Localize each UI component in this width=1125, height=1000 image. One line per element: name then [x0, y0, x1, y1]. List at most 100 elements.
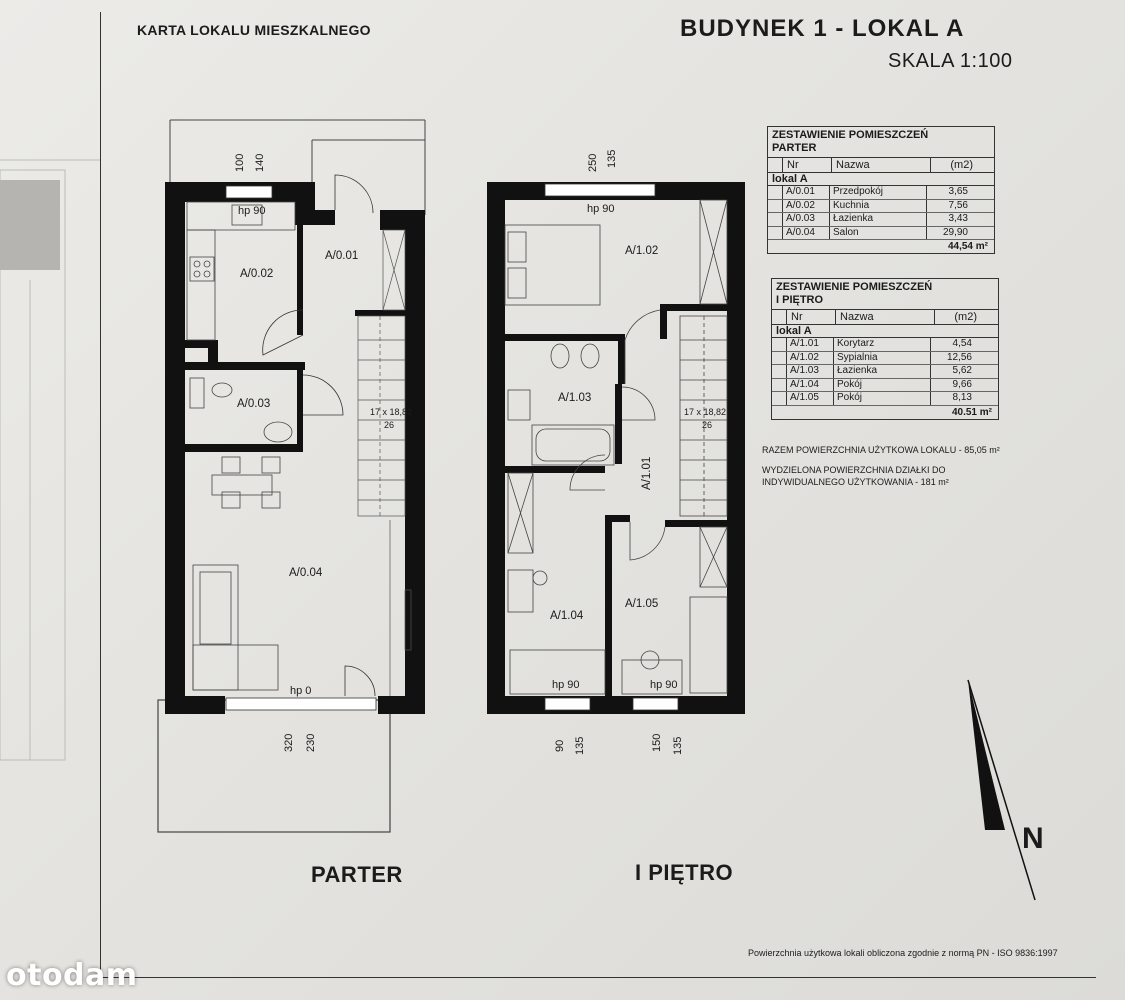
room-label: A/0.01 — [325, 250, 359, 262]
total-area-note: RAZEM POWIERZCHNIA UŻYTKOWA LOKALU - 85,… — [762, 445, 1000, 455]
cell-name: Salon — [830, 226, 927, 239]
scale-label: SKALA 1:100 — [888, 50, 1013, 72]
cell-nr: A/1.04 — [786, 378, 834, 391]
table-group: lokal A — [768, 173, 994, 186]
dimension-label: 250 — [587, 153, 599, 172]
north-label: N — [1022, 822, 1044, 855]
room-label: A/1.01 — [641, 456, 653, 490]
cell-name: Pokój — [834, 392, 931, 405]
table-title-line: ZESTAWIENIE POMIESZCZEŃ — [772, 129, 929, 141]
table-header-row: Nr Nazwa (m2) — [768, 158, 994, 173]
dimension-label: 135 — [672, 736, 684, 755]
room-label: A/0.02 — [240, 268, 274, 280]
table-total: 40.51 m² — [951, 406, 992, 418]
room-label: A/1.04 — [550, 610, 584, 622]
stairs-label: 17 x 18,82 — [684, 407, 727, 417]
table-title-line: I PIĘTRO — [776, 294, 824, 306]
cell-nr: A/0.04 — [782, 226, 830, 239]
dimension-label: 135 — [606, 149, 618, 168]
room-label: A/0.04 — [289, 567, 323, 579]
cell-name: Kuchnia — [830, 199, 927, 212]
col-header-name: Nazwa — [832, 158, 931, 172]
dimension-label: 230 — [305, 733, 317, 752]
cell-nr: A/1.01 — [786, 338, 834, 351]
hp-label: hp 90 — [650, 679, 678, 691]
stairs-label: 17 x 18,82 — [370, 407, 413, 417]
dimension-label: 320 — [283, 733, 295, 752]
col-header-area: (m2) — [954, 311, 977, 323]
cell-area: 7,56 — [948, 199, 968, 211]
room-label: A/1.03 — [558, 392, 592, 404]
stairs-width: 26 — [702, 420, 713, 430]
parter-plan — [157, 119, 426, 833]
cell-area: 3,43 — [948, 213, 968, 224]
dimension-label: 90 — [554, 739, 566, 752]
room-label: A/1.02 — [625, 245, 659, 257]
hp-label: hp 0 — [290, 685, 312, 697]
cell-name: Przedpokój — [830, 186, 927, 199]
cell-area: 29,90 — [942, 226, 968, 238]
floor-label-pietro: I PIĘTRO — [635, 860, 734, 885]
room-label: A/1.05 — [625, 598, 659, 610]
col-header-name: Nazwa — [836, 310, 935, 324]
floor-label-parter: PARTER — [311, 862, 403, 887]
cell-area: 3,65 — [948, 186, 968, 197]
cell-name: Korytarz — [834, 338, 931, 351]
cell-name: Łazienka — [834, 365, 931, 378]
cell-area: 4,54 — [952, 338, 972, 349]
dimension-label: 100 — [234, 153, 246, 172]
building-title: BUDYNEK 1 - LOKAL A — [680, 15, 965, 42]
hp-label: hp 90 — [587, 203, 615, 215]
plot-area-line: INDYWIDUALNEGO UŻYTKOWANIA - 181 m² — [762, 477, 949, 487]
stairs-width: 26 — [384, 420, 395, 430]
card-title: KARTA LOKALU MIESZKALNEGO — [137, 22, 371, 38]
col-header-nr: Nr — [786, 310, 836, 324]
terrace — [157, 699, 391, 833]
dimension-label: 135 — [574, 736, 586, 755]
hp-label: hp 90 — [238, 205, 266, 217]
cell-nr: A/0.02 — [782, 199, 830, 212]
table-group: lokal A — [772, 325, 998, 338]
cell-nr: A/1.03 — [786, 365, 834, 378]
cell-name: Łazienka — [830, 213, 927, 226]
footer-note: Powierzchnia użytkowa lokali obliczona z… — [748, 948, 1058, 958]
hatched-area — [0, 180, 60, 270]
plot-area-note: WYDZIELONA POWIERZCHNIA DZIAŁKI DO INDYW… — [762, 464, 949, 488]
hp-label: hp 90 — [552, 679, 580, 691]
table-title-line: ZESTAWIENIE POMIESZCZEŃ — [776, 281, 933, 293]
pietro-plan — [487, 182, 745, 714]
cell-area: 12,56 — [946, 351, 972, 363]
plot-area-line: WYDZIELONA POWIERZCHNIA DZIAŁKI DO — [762, 465, 946, 475]
dimension-label: 140 — [254, 153, 266, 172]
col-header-nr: Nr — [782, 158, 832, 172]
cell-nr: A/1.05 — [786, 392, 834, 405]
background-lines — [0, 159, 100, 761]
cell-area: 5,62 — [952, 365, 972, 376]
sheet-frame — [100, 12, 1096, 978]
dimension-label: 150 — [651, 733, 663, 752]
table-title-line: PARTER — [772, 142, 817, 154]
table-header-row: Nr Nazwa (m2) — [772, 310, 998, 325]
cell-area: 8,13 — [952, 392, 972, 403]
cell-nr: A/0.01 — [782, 186, 830, 199]
cell-nr: A/0.03 — [782, 213, 830, 226]
cell-area: 9,66 — [952, 378, 972, 390]
col-header-area: (m2) — [950, 159, 973, 171]
north-arrow — [967, 679, 1036, 901]
cell-nr: A/1.02 — [786, 351, 834, 364]
room-label: A/0.03 — [237, 398, 271, 410]
